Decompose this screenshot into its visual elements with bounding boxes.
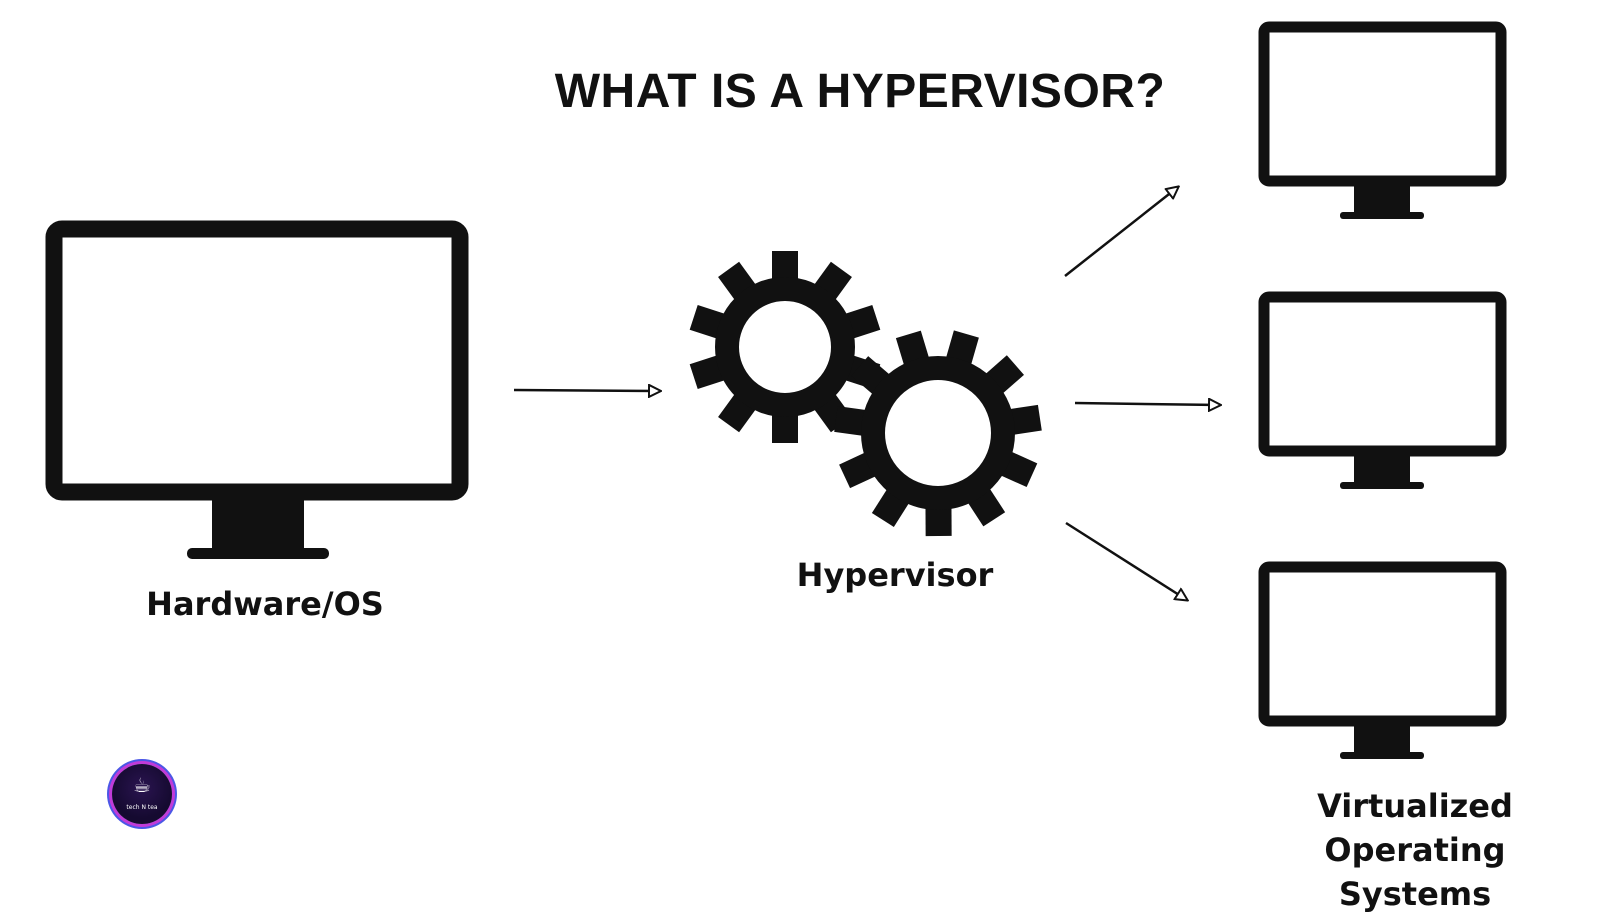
wifi-teacup-icon: ☕ <box>133 773 151 797</box>
host-label: Hardware/OS <box>146 585 384 623</box>
guest-os-label: Virtualized Operating Systems <box>1235 784 1595 916</box>
guest-os-label-line2: Systems <box>1338 875 1492 913</box>
arrow-hypervisor-to-guest-top <box>1064 187 1178 277</box>
guest-monitor-icon-bottom <box>1258 561 1507 759</box>
gear-tooth <box>925 501 952 537</box>
guest-monitor-icon-middle <box>1258 291 1507 489</box>
diagram-title: WHAT IS A HYPERVISOR? <box>554 65 1166 118</box>
guest-os-label-line1: Virtualized Operating <box>1317 787 1513 869</box>
guest-monitor-icon-top <box>1258 21 1507 219</box>
arrow-hypervisor-to-guest-middle <box>1074 403 1220 405</box>
host-monitor-icon <box>45 220 469 559</box>
hypervisor-label: Hypervisor <box>796 556 994 594</box>
gears-icon <box>689 251 1042 537</box>
arrow-hypervisor-to-guest-bottom <box>1065 521 1187 600</box>
brand-text: tech N tea <box>126 804 158 811</box>
brand-logo: ☕ tech N tea <box>112 764 172 824</box>
gear-icon-lower <box>834 330 1042 537</box>
arrow-host-to-hypervisor <box>513 390 660 391</box>
